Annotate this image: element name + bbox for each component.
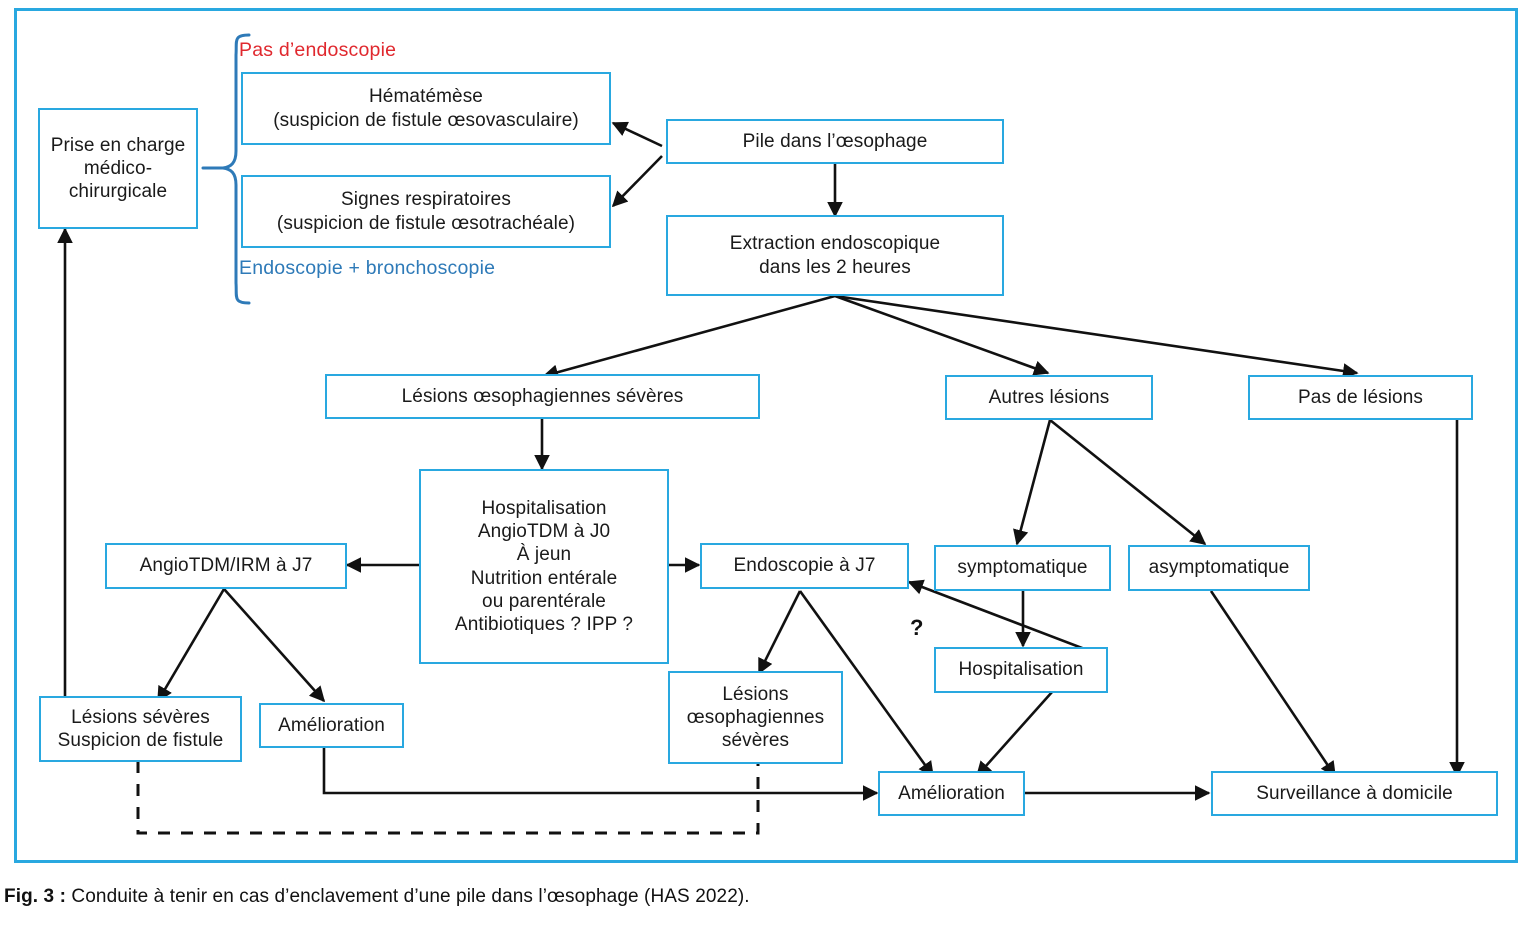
node-label: Endoscopie à J7 (733, 555, 876, 577)
node-extraction-endoscopique[interactable]: Extraction endoscopique dans les 2 heure… (666, 215, 1004, 296)
node-label: Hématémèse (suspicion de fistule œsovasc… (273, 86, 579, 131)
node-label: asymptomatique (1148, 557, 1290, 579)
annotation-text: Endoscopie + bronchoscopie (239, 257, 496, 279)
node-label: Extraction endoscopique dans les 2 heure… (729, 233, 941, 278)
node-lesions-oesophagiennes-severes-bas[interactable]: Lésions œsophagiennes sévères (668, 671, 843, 764)
node-label: Autres lésions (988, 386, 1110, 408)
node-label: Lésions œsophagiennes sévères (686, 683, 825, 752)
label-endoscopie-bronchoscopie: Endoscopie + bronchoscopie (239, 257, 495, 280)
caption-figure-number: Fig. 3 : (4, 886, 67, 907)
node-hospitalisation[interactable]: Hospitalisation (934, 647, 1108, 693)
node-pas-de-lesions[interactable]: Pas de lésions (1248, 375, 1473, 420)
node-signes-respiratoires[interactable]: Signes respiratoires (suspicion de fistu… (241, 175, 611, 248)
annotation-text: ? (910, 615, 924, 640)
node-hospitalisation-protocole[interactable]: Hospitalisation AngioTDM à J0 À jeun Nut… (419, 469, 669, 664)
node-amelioration-centre[interactable]: Amélioration (878, 771, 1025, 816)
node-label: Pile dans l’œsophage (742, 130, 928, 152)
node-autres-lesions[interactable]: Autres lésions (945, 375, 1153, 420)
node-hematemese[interactable]: Hématémèse (suspicion de fistule œsovasc… (241, 72, 611, 145)
node-label: Prise en charge médico- chirurgicale (50, 134, 186, 203)
node-label: Lésions sévères Suspicion de fistule (57, 706, 224, 751)
node-angiotdm-irm-j7[interactable]: AngioTDM/IRM à J7 (105, 543, 347, 589)
annotation-text: Pas d’endoscopie (239, 39, 397, 61)
node-label: Hospitalisation AngioTDM à J0 À jeun Nut… (454, 497, 634, 635)
node-lesions-severes-suspicion-fistule[interactable]: Lésions sévères Suspicion de fistule (39, 696, 242, 762)
node-prise-en-charge[interactable]: Prise en charge médico- chirurgicale (38, 108, 198, 229)
node-label: Hospitalisation (958, 659, 1084, 681)
node-label: Pas de lésions (1298, 386, 1423, 408)
label-pas-d-endoscopie: Pas d’endoscopie (239, 39, 396, 62)
node-asymptomatique[interactable]: asymptomatique (1128, 545, 1310, 591)
node-label: symptomatique (957, 557, 1088, 579)
node-endoscopie-j7[interactable]: Endoscopie à J7 (700, 543, 909, 589)
caption-body: Conduite à tenir en cas d’enclavement d’… (66, 886, 750, 907)
node-surveillance-a-domicile[interactable]: Surveillance à domicile (1211, 771, 1498, 816)
node-label: AngioTDM/IRM à J7 (139, 555, 313, 577)
node-lesions-oesophagiennes-severes[interactable]: Lésions œsophagiennes sévères (325, 374, 760, 419)
figure-frame: Prise en charge médico- chirurgicale Pas… (14, 8, 1518, 863)
figure-caption: Fig. 3 : Conduite à tenir en cas d’encla… (0, 886, 1536, 908)
node-pile-dans-oesophage[interactable]: Pile dans l’œsophage (666, 119, 1004, 164)
node-label: Amélioration (278, 714, 385, 736)
node-label: Amélioration (898, 782, 1005, 804)
label-question-mark: ? (910, 615, 923, 641)
node-label: Lésions œsophagiennes sévères (401, 385, 684, 407)
node-amelioration-gauche[interactable]: Amélioration (259, 703, 404, 748)
node-label: Signes respiratoires (suspicion de fistu… (276, 189, 576, 234)
node-label: Surveillance à domicile (1256, 782, 1453, 804)
node-symptomatique[interactable]: symptomatique (934, 545, 1111, 591)
